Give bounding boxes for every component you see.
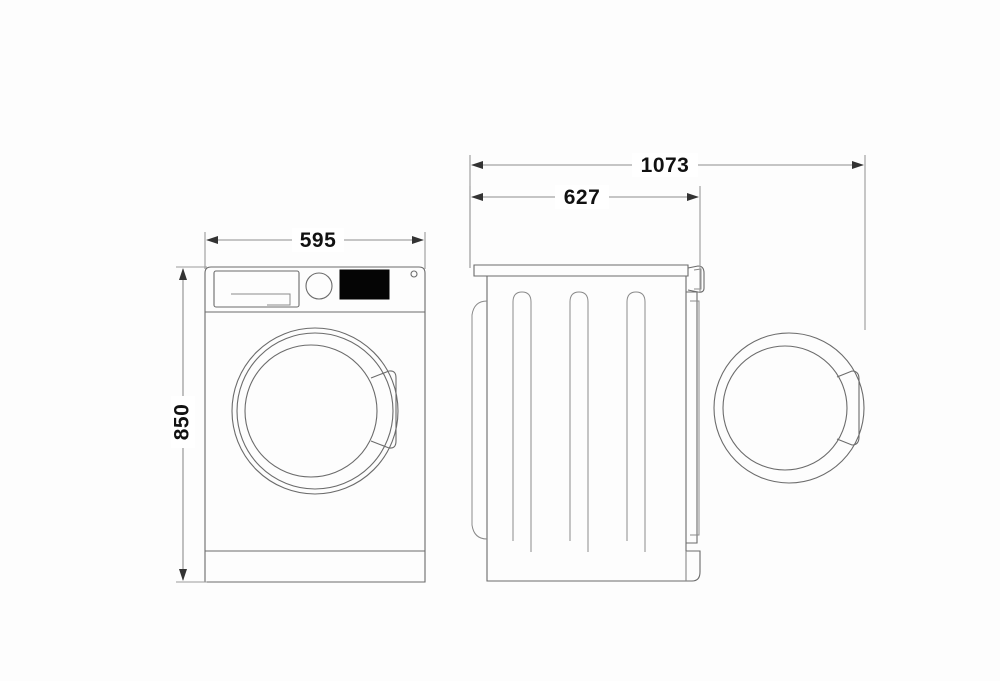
power-button[interactable] — [410, 270, 418, 278]
open-door-handle[interactable] — [836, 370, 860, 446]
front-cabinet-outline — [204, 266, 426, 583]
dim-850-text-bg — [171, 396, 195, 448]
arrow-1073-right — [852, 161, 864, 169]
door-handle[interactable] — [370, 370, 397, 449]
door-middle-ring — [236, 332, 394, 490]
arrow-627-right — [687, 193, 699, 201]
open-door-inner-circle — [722, 345, 848, 471]
detergent-drawer[interactable] — [213, 270, 300, 308]
arrow-627-left — [471, 193, 483, 201]
dimension-595: 595 — [204, 228, 426, 269]
arrow-595-right — [412, 236, 424, 244]
rear-hose-curve-1 — [512, 291, 532, 552]
arrow-850-top — [179, 268, 187, 280]
front-face-edge — [686, 291, 698, 544]
rear-rounded-panel — [471, 300, 488, 540]
door-outer-ring — [231, 327, 399, 495]
rear-hose-curve-3 — [626, 291, 646, 552]
door-open-view — [713, 332, 865, 484]
open-door-outer-ring — [713, 332, 865, 484]
dim-1073-label: 1073 — [641, 154, 690, 177]
side-view — [471, 264, 705, 582]
dim-595-label: 595 — [300, 229, 337, 252]
arrow-850-bottom — [179, 569, 187, 581]
door-inner-circle — [244, 344, 378, 478]
detergent-drawer-handle — [231, 293, 291, 306]
dimension-627: 627 — [469, 185, 701, 292]
dim-627-text-bg — [555, 185, 609, 209]
dim-1073-text-bg — [632, 153, 698, 177]
side-cabinet-outline — [486, 276, 687, 582]
dim-627-label: 627 — [564, 186, 601, 209]
dim-850-label: 850 — [171, 404, 194, 441]
front-view — [204, 266, 426, 583]
display-screen — [339, 269, 390, 300]
dimension-1073: 1073 — [469, 153, 866, 330]
front-face-inner-line — [690, 300, 700, 536]
control-knob[interactable] — [305, 272, 333, 300]
rear-hose-curve-2 — [569, 291, 589, 552]
dimension-850: 850 — [171, 266, 207, 583]
hinge-detail-inner — [693, 268, 702, 290]
arrow-595-left — [206, 236, 218, 244]
top-panel — [473, 264, 689, 277]
dim-595-text-bg — [292, 228, 344, 252]
arrow-1073-left — [471, 161, 483, 169]
foot-detail — [686, 550, 701, 582]
